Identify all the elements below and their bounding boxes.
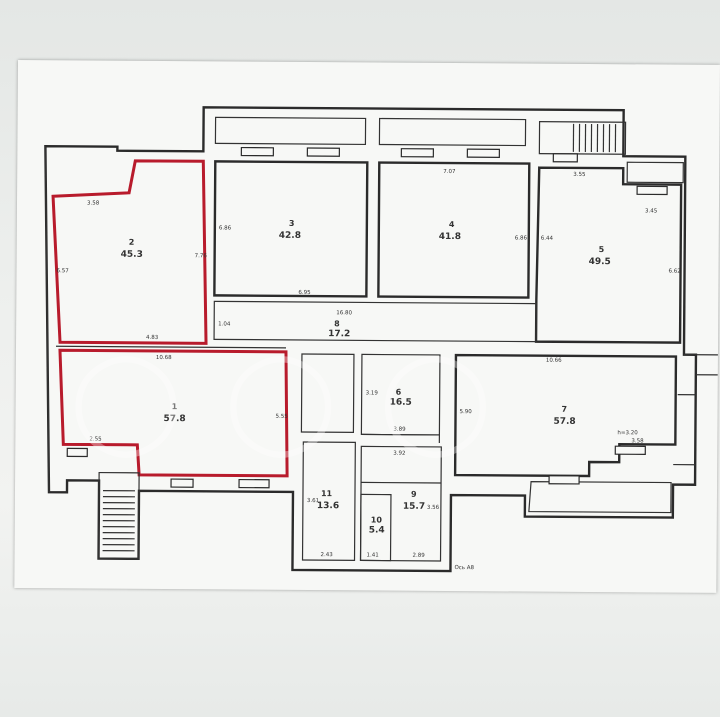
floor-plan-sheet: 2 45.3 3 42.8 4 41.8 5 49.5 8 17.2 1 57.… [14, 60, 720, 593]
room-9-wall [359, 445, 442, 562]
room-2-highlight [51, 159, 208, 345]
room-1-number: 1 [172, 402, 178, 411]
dim-room-4-top: 7.07 [443, 169, 456, 175]
exterior-wall [44, 106, 698, 573]
dim-room-5-far-right: 6.62 [669, 269, 681, 275]
dim-room-3-bottom: 6.95 [298, 290, 311, 296]
room-2-number: 2 [129, 238, 135, 247]
dim-room-2-bottom: 4.83 [146, 335, 159, 341]
dim-room-10-bottom: 1.41 [367, 552, 379, 558]
room-10-number: 10 [371, 515, 383, 524]
room-8-wall [213, 300, 537, 343]
room-7-number: 7 [562, 405, 568, 414]
room-3-number: 3 [289, 219, 295, 228]
stair-bottom-left [97, 471, 140, 560]
dim-room-5-top: 3.55 [573, 172, 586, 178]
room-6-lower-wall [361, 433, 440, 443]
dim-room-2-right: 7.76 [195, 253, 208, 259]
room-small-a-wall [300, 353, 355, 433]
room-7-area: 57.8 [553, 417, 575, 427]
room-9-top-divider [361, 481, 442, 484]
room-9-area: 15.7 [403, 502, 425, 512]
dim-room-1-bottom-left: 2.55 [89, 437, 102, 443]
room-11-number: 11 [321, 489, 333, 498]
dim-room-4-right: 6.86 [515, 235, 528, 241]
room-1-highlight [58, 348, 289, 478]
dim-room-2-top: 3.58 [87, 200, 100, 206]
dim-room-5-left: 6.44 [541, 236, 554, 242]
lower-right-annex [528, 480, 672, 514]
dim-room-8-width: 1.04 [218, 321, 231, 327]
dim-room-9-top: 3.92 [393, 451, 405, 457]
room-10-area: 5.4 [369, 525, 385, 535]
room-3-area: 42.8 [279, 231, 301, 241]
room-9-number: 9 [411, 490, 417, 499]
ceiling-height: h=3.20 [617, 430, 638, 436]
stair-bottom-left-steps [102, 490, 135, 552]
storage-top-left [214, 116, 367, 146]
room-8-area: 17.2 [328, 329, 350, 339]
room-7-wall [453, 353, 678, 478]
dim-room-8-length: 16.80 [336, 310, 352, 316]
room-1-2-divider [55, 345, 287, 349]
dim-room-9-right: 3.56 [427, 505, 440, 511]
stair-top-right [538, 121, 627, 155]
room-4-area: 41.8 [439, 232, 461, 242]
room-4-wall [377, 161, 531, 299]
dim-room-6-bottom: 3.89 [393, 427, 406, 433]
dim-room-7-top: 10.66 [546, 358, 562, 364]
room-11-wall [301, 441, 356, 561]
dim-room-1-top: 10.68 [156, 355, 172, 361]
left-exterior-line [44, 146, 50, 493]
dim-room-11-bottom: 2.43 [321, 552, 334, 558]
dim-room-5-right: 3.45 [645, 208, 658, 214]
room-3-wall [213, 160, 369, 298]
room-11-area: 13.6 [317, 501, 339, 511]
dim-room-7-left: 5.90 [460, 409, 473, 415]
storage-top-middle [378, 117, 527, 147]
dim-room-2-left: 6.57 [57, 268, 70, 274]
room-10-wall [359, 493, 392, 562]
dim-room-7-bottom-right: 3.58 [631, 438, 644, 444]
dim-room-11-left: 3.61 [307, 498, 319, 504]
room-2-area: 45.3 [121, 250, 143, 260]
dim-room-6-left: 3.19 [366, 390, 379, 396]
room-5-area: 49.5 [589, 257, 611, 267]
dim-room-1-right: 5.55 [275, 414, 288, 420]
room-4-number: 4 [449, 220, 455, 229]
floor-plan: 2 45.3 3 42.8 4 41.8 5 49.5 8 17.2 1 57.… [44, 106, 718, 573]
dim-room-3-left: 6.86 [219, 225, 232, 231]
axis-label: Ось А8 [454, 565, 474, 571]
room-8-number: 8 [334, 319, 340, 328]
room-6-area: 16.5 [390, 398, 412, 408]
room-5-number: 5 [599, 245, 605, 254]
room-1-area: 57.8 [163, 414, 185, 424]
vent-block-right [626, 161, 684, 184]
dim-room-9-bottom: 2.89 [413, 553, 426, 559]
windows [66, 146, 668, 489]
right-annex-wall [673, 354, 718, 466]
room-6-number: 6 [396, 388, 402, 397]
stair-top-right-steps [572, 123, 617, 153]
